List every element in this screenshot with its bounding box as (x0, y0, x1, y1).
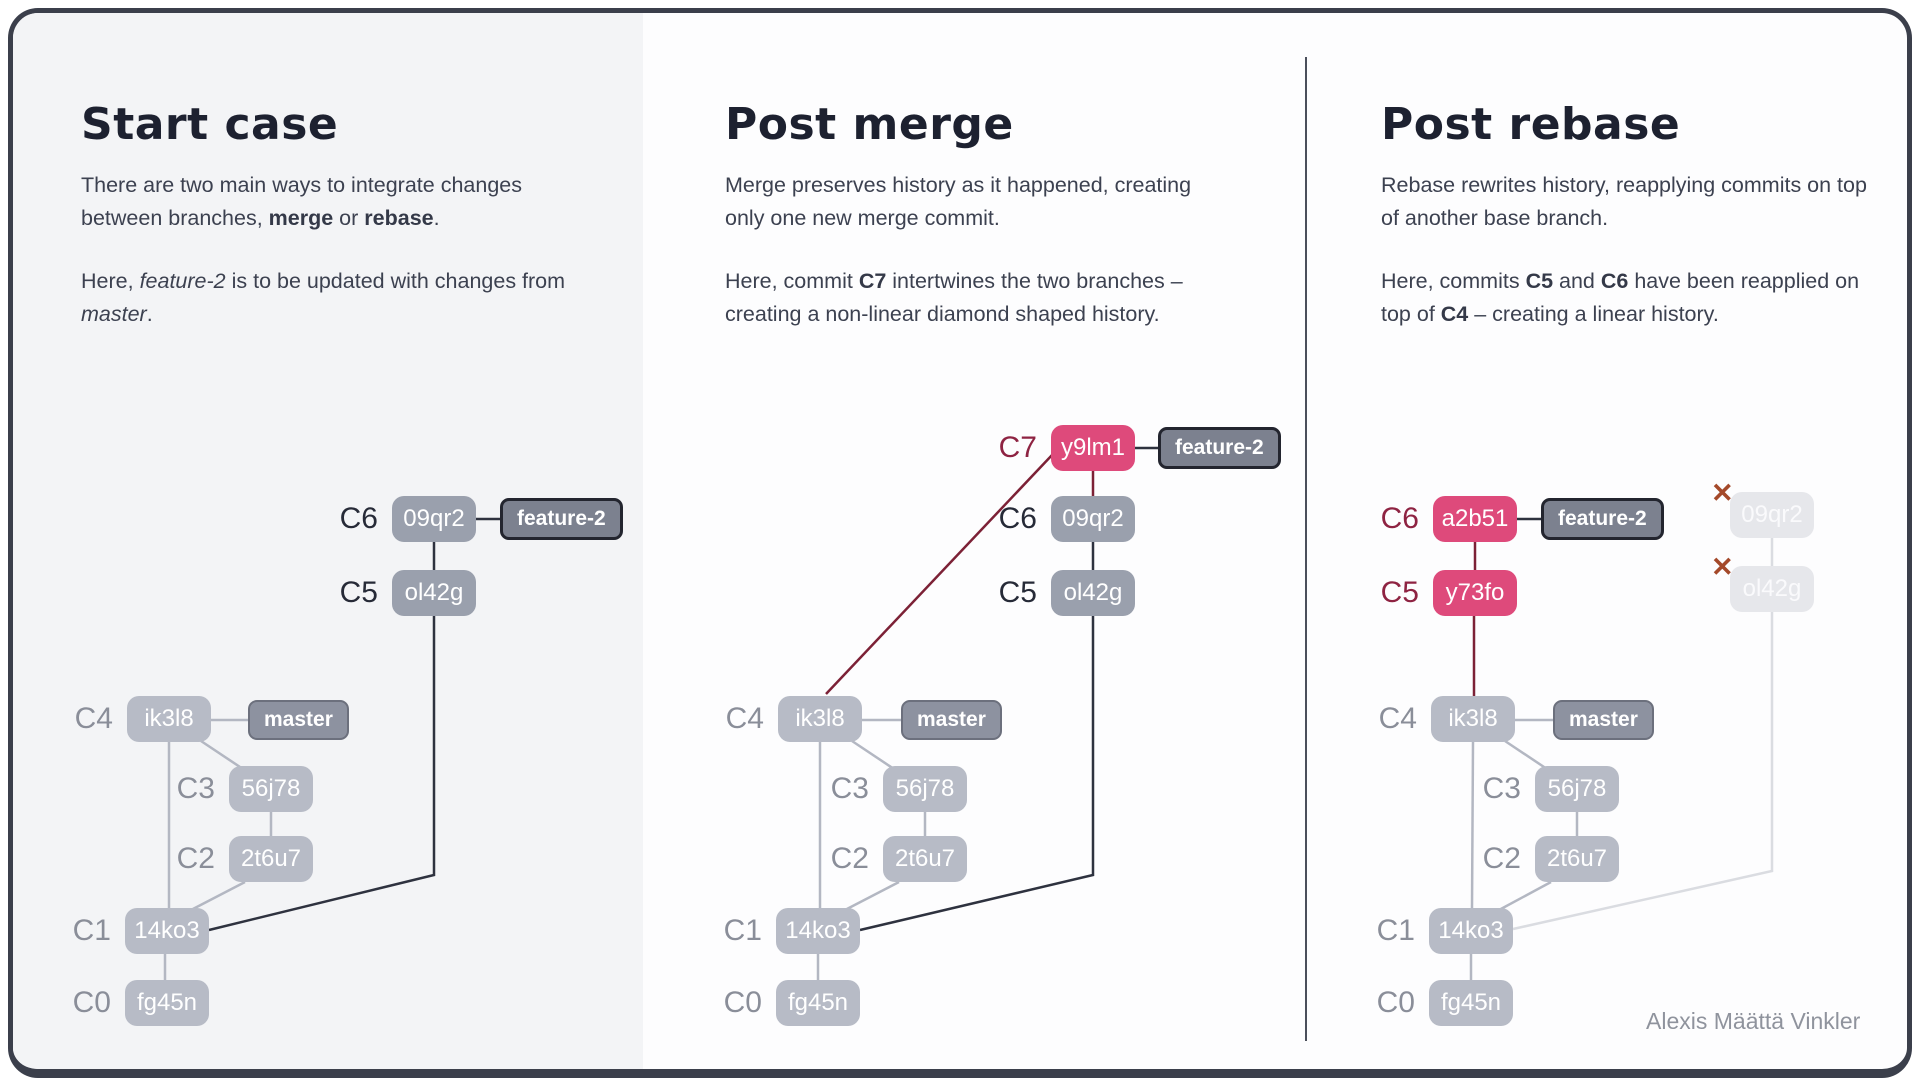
commit-node-rebased: y73fo (1433, 570, 1517, 616)
commit-node: ol42g (1051, 570, 1135, 616)
branch-tag-feature-2: feature-2 (1158, 427, 1281, 469)
commit-label: C2 (830, 842, 869, 875)
commit-node: fg45n (1429, 980, 1513, 1026)
commit-label: C6 (339, 502, 378, 535)
commit-label: C5 (998, 576, 1037, 609)
deleted-cross-icon: ✕ (1711, 552, 1734, 582)
commit-node: ik3l8 (127, 696, 211, 742)
commit-label: C1 (1376, 914, 1415, 947)
branch-tag-feature-2: feature-2 (1541, 498, 1664, 540)
commit-node: 2t6u7 (229, 836, 313, 882)
commit-node: 09qr2 (392, 496, 476, 542)
rebase-paragraph-2: Here, commits C5 and C6 have been reappl… (1381, 269, 1860, 326)
commit-node: 14ko3 (1429, 908, 1513, 954)
merge-paragraph-1: Merge preserves history as it happened, … (725, 173, 1192, 230)
commit-node: fg45n (125, 980, 209, 1026)
commit-label: C5 (339, 576, 378, 609)
page-title: Start case (81, 99, 339, 150)
commit-node: 56j78 (883, 766, 967, 812)
commit-label: C6 (1380, 502, 1419, 535)
rebase-paragraph-1: Rebase rewrites history, reapplying comm… (1381, 173, 1867, 230)
branch-tag-feature-2: feature-2 (500, 498, 623, 540)
deleted-cross-icon: ✕ (1711, 478, 1734, 508)
author-credit: Alexis Määttä Vinkler (1646, 1008, 1861, 1034)
commit-node: 2t6u7 (1535, 836, 1619, 882)
commit-node: 14ko3 (125, 908, 209, 954)
commit-node: ik3l8 (1431, 696, 1515, 742)
commit-node-rebased: a2b51 (1433, 496, 1517, 542)
commit-label: C0 (1376, 986, 1415, 1019)
commit-label: C3 (176, 772, 215, 805)
commit-node: 14ko3 (776, 908, 860, 954)
branch-tag-master: master (901, 700, 1002, 740)
branch-tag-master: master (248, 700, 349, 740)
commit-node-merge-commit: y9lm1 (1051, 425, 1135, 471)
commit-node-ghost: 09qr2 (1730, 492, 1814, 538)
page-title: Post merge (725, 99, 1014, 150)
commit-label: C5 (1380, 576, 1419, 609)
commit-label: C2 (1482, 842, 1521, 875)
commit-label: C0 (723, 986, 762, 1019)
commit-node: ol42g (392, 570, 476, 616)
commit-label: C3 (830, 772, 869, 805)
branch-tag-master: master (1553, 700, 1654, 740)
commit-label: C4 (725, 702, 764, 735)
commit-label: C4 (74, 702, 113, 735)
commit-label: C6 (998, 502, 1037, 535)
commit-label: C2 (176, 842, 215, 875)
commit-node: 09qr2 (1051, 496, 1135, 542)
commit-label: C3 (1482, 772, 1521, 805)
merge-paragraph-2: Here, commit C7 intertwines the two bran… (725, 269, 1183, 326)
commit-label: C1 (72, 914, 111, 947)
commit-label: C7 (998, 431, 1037, 464)
commit-node-ghost: ol42g (1730, 566, 1814, 612)
commit-label: C4 (1378, 702, 1417, 735)
commit-node: 56j78 (229, 766, 313, 812)
page-title: Post rebase (1381, 99, 1681, 150)
commit-label: C1 (723, 914, 762, 947)
commit-label: C0 (72, 986, 111, 1019)
commit-node: ik3l8 (778, 696, 862, 742)
start-paragraph-2: Here, feature-2 is to be updated with ch… (81, 269, 566, 326)
start-paragraph-1: There are two main ways to integrate cha… (81, 173, 522, 230)
commit-node: 2t6u7 (883, 836, 967, 882)
commit-node: fg45n (776, 980, 860, 1026)
infographic-card: Start case There are two main ways to in… (8, 8, 1912, 1078)
panel-divider (1305, 57, 1307, 1041)
commit-node: 56j78 (1535, 766, 1619, 812)
